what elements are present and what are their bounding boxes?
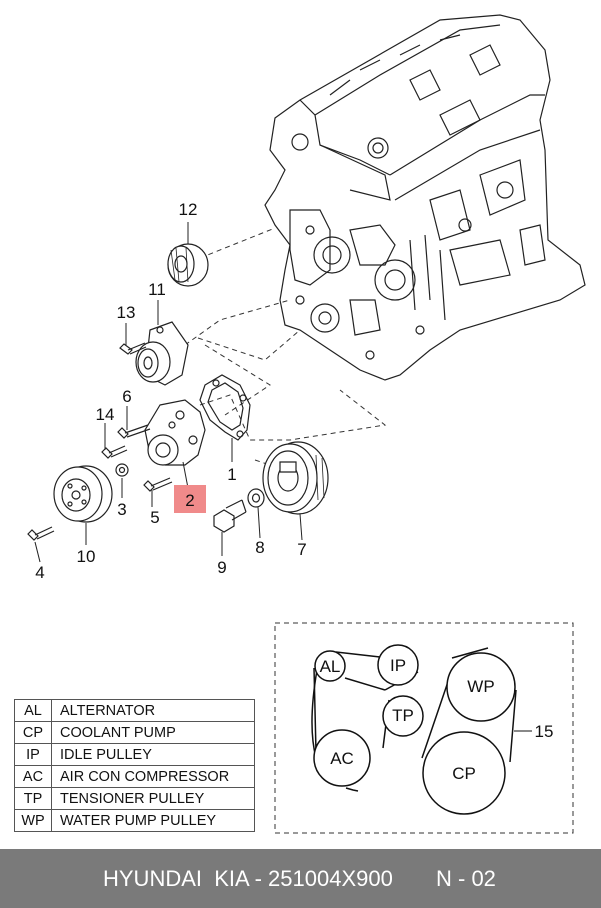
belt-pulley-cp (422, 731, 506, 815)
engine-block-illustration (264, 14, 586, 381)
callout-6: 6 (122, 387, 131, 406)
callout-4: 4 (35, 563, 44, 582)
gasket-part (199, 374, 251, 462)
bolt-14-part (101, 445, 128, 459)
legend-name: ALTERNATOR (51, 699, 255, 722)
callout-14: 14 (96, 405, 115, 424)
bolt-5-part (143, 477, 173, 492)
belt-label-al: AL (320, 657, 341, 676)
legend-abbr: WP (14, 809, 52, 832)
water-pump-pulley-part (53, 465, 113, 523)
callout-9: 9 (217, 558, 226, 577)
nut-part (115, 463, 129, 477)
callout-2: 2 (185, 491, 194, 510)
footer-part-number: HYUNDAI KIA - 251004X900 (103, 866, 393, 891)
footer-bar: HYUNDAI KIA - 251004X900 N - 02 (0, 849, 601, 908)
legend-abbr: AL (14, 699, 52, 722)
legend-abbr: AC (14, 765, 52, 788)
belt-pulley-wp (446, 652, 516, 722)
callout-12: 12 (179, 200, 198, 219)
crankshaft-pulley-part (262, 441, 329, 515)
belt-routing-diagram: AL IP WP TP AC CP 15 (274, 622, 574, 834)
callout-3: 3 (117, 500, 126, 519)
legend-name: TENSIONER PULLEY (51, 787, 255, 810)
idle-pulley-part (167, 243, 209, 287)
belt-label-ip: IP (390, 656, 406, 675)
callout-1: 1 (227, 465, 236, 484)
highlight-box-part-2 (174, 485, 206, 513)
washer-part (247, 488, 265, 508)
legend-abbr: TP (14, 787, 52, 810)
callout-8: 8 (255, 538, 264, 557)
belt-pulley-al (314, 650, 346, 682)
callout-13: 13 (117, 303, 136, 322)
bolt-13-part (119, 342, 147, 355)
belt-label-ac: AC (330, 749, 354, 768)
belt-pulley-ip (377, 644, 419, 686)
bolt-6-part (117, 424, 151, 439)
legend-abbr: CP (14, 721, 52, 744)
legend-name: COOLANT PUMP (51, 721, 255, 744)
belt-diagram-frame (274, 622, 574, 834)
footer-page-code: N - 02 (436, 866, 496, 891)
bolt-4-part (27, 526, 55, 541)
callout-10: 10 (77, 547, 96, 566)
callout-7: 7 (297, 540, 306, 559)
legend-abbr: IP (14, 743, 52, 766)
callout-15: 15 (535, 722, 554, 741)
water-pump-part (144, 399, 206, 489)
tensioner-part (135, 321, 189, 386)
legend-name: WATER PUMP PULLEY (51, 809, 255, 832)
crank-bolt-part (213, 499, 247, 533)
belt-pulley-tp (382, 695, 424, 737)
legend-name: AIR CON COMPRESSOR (51, 765, 255, 788)
callout-11: 11 (148, 280, 166, 299)
legend-name: IDLE PULLEY (51, 743, 255, 766)
callout-5: 5 (150, 508, 159, 527)
belt-label-cp: CP (452, 764, 476, 783)
belt-pulley-ac (313, 729, 371, 787)
belt-label-wp: WP (467, 677, 494, 696)
leader-lines (34, 222, 303, 563)
belt-label-tp: TP (392, 706, 414, 725)
